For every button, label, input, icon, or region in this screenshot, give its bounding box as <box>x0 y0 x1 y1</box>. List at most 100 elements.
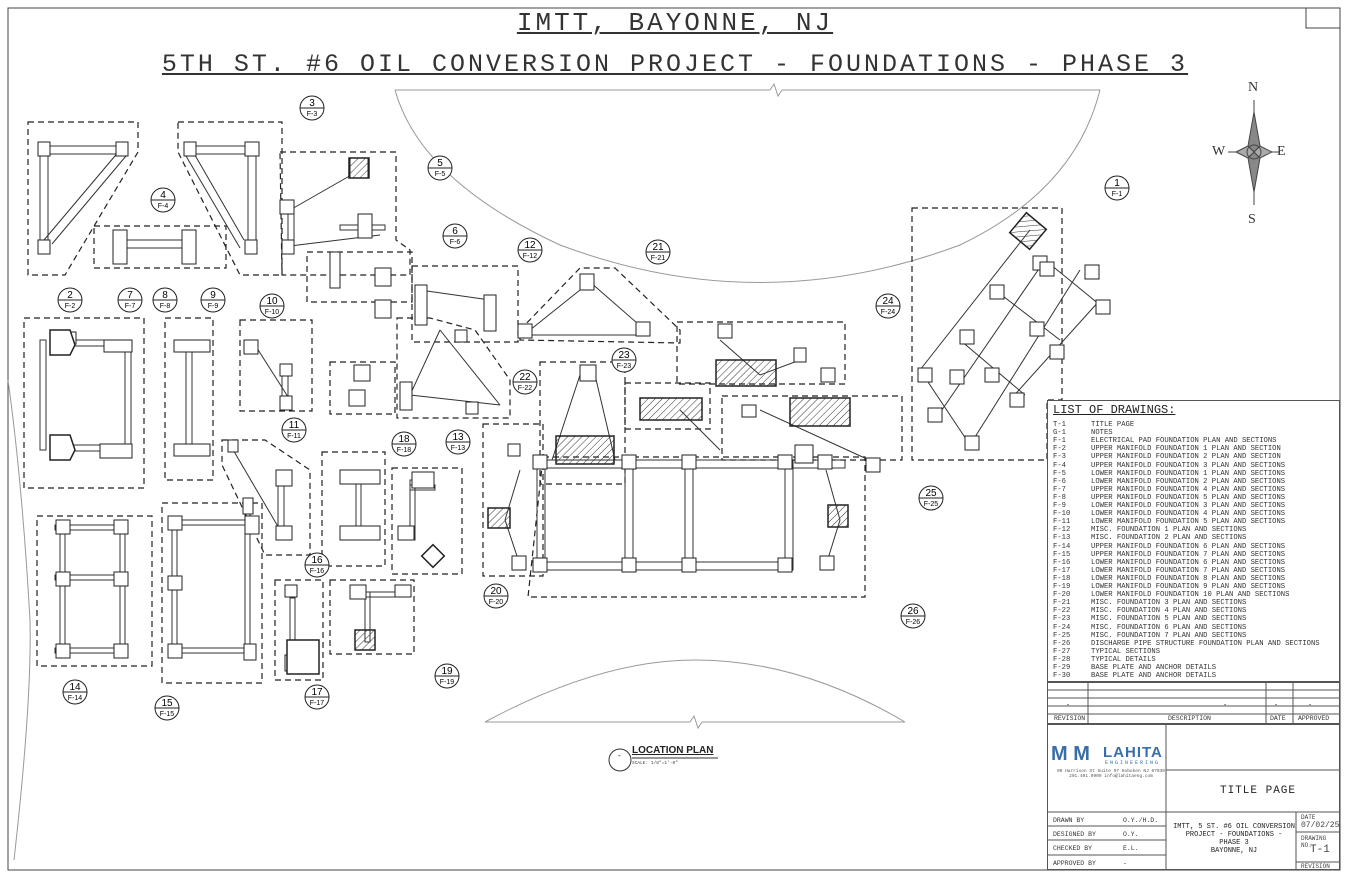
drawing-number: G-1 <box>1053 429 1066 438</box>
drawing-description: LOWER MANIFOLD FOUNDATION 3 PLAN AND SEC… <box>1091 502 1286 510</box>
revision-block: - - - - REVISION DESCRIPTION DATE APPROV… <box>1047 682 1340 724</box>
drawing-description: LOWER MANIFOLD FOUNDATION 1 PLAN AND SEC… <box>1091 469 1286 478</box>
callout-sheet-ref: F-26 <box>906 619 921 626</box>
drawing-description: UPPER MANIFOLD FOUNDATION 1 PLAN AND SEC… <box>1091 445 1281 454</box>
callout-sheet-ref: F-1 <box>1112 191 1123 198</box>
revision-header: REVISION <box>1054 715 1086 722</box>
drawing-number: F-6 <box>1053 477 1066 486</box>
tank-arc-top <box>394 89 1101 283</box>
corner-box <box>1305 7 1341 29</box>
drawing-number: F-20 <box>1053 591 1071 600</box>
detail-callout: 22F-22 <box>512 369 538 395</box>
callout-number: 7 <box>127 290 133 301</box>
callout-number: 26 <box>907 606 919 617</box>
drawing-description: MISC. FOUNDATION 6 PLAN AND SECTIONS <box>1091 623 1247 632</box>
drawing-description: MISC. FOUNDATION 1 PLAN AND SECTIONS <box>1091 526 1247 535</box>
callout-sheet-ref: F-20 <box>489 599 504 606</box>
callout-number: 10 <box>266 296 278 307</box>
compass-east-label: E <box>1277 144 1286 159</box>
drawing-list-row: F-15 UPPER MANIFOLD FOUNDATION 7 PLAN AND… <box>1053 551 1285 559</box>
detail-callout: 20F-20 <box>483 583 509 609</box>
revision-dash-3: - <box>1274 702 1279 710</box>
callout-number: 4 <box>160 190 166 201</box>
callout-sheet-ref: F-15 <box>160 711 175 718</box>
date-label: DATE <box>1301 814 1316 821</box>
detail-callout: 18F-18 <box>391 431 417 457</box>
drawn-by-label: DRAWN BY <box>1053 817 1085 824</box>
drawing-number: F-7 <box>1053 485 1066 494</box>
drawing-number: F-30 <box>1053 672 1071 681</box>
detail-callout: 16F-16 <box>304 552 330 578</box>
callout-sheet-ref: F-9 <box>208 303 219 310</box>
drawing-number: F-2 <box>1053 445 1066 454</box>
drawing-description: MISC. FOUNDATION 5 PLAN AND SECTIONS <box>1091 615 1247 624</box>
drawing-no-label: DRAWING NO. <box>1301 835 1327 849</box>
drawing-number: F-11 <box>1053 518 1071 527</box>
drawing-number: F-25 <box>1053 631 1071 640</box>
drawing-description: MISC. FOUNDATION 7 PLAN AND SECTIONS <box>1091 631 1247 640</box>
callout-number: 2 <box>67 290 73 301</box>
drawing-list-row: F-25 MISC. FOUNDATION 7 PLAN AND SECTIONS <box>1053 632 1246 640</box>
drawing-description: DISCHARGE PIPE STRUCTURE FOUNDATION PLAN… <box>1091 639 1320 648</box>
detail-callout: 21F-21 <box>645 239 671 265</box>
drawing-description: TYPICAL SECTIONS <box>1091 647 1161 656</box>
drawing-description: TITLE PAGE <box>1091 421 1135 429</box>
callout-sheet-ref: F-11 <box>287 433 301 440</box>
drawing-number: F-17 <box>1053 566 1071 575</box>
drawing-number: F-19 <box>1053 583 1071 591</box>
drawing-description: LOWER MANIFOLD FOUNDATION 8 PLAN AND SEC… <box>1091 574 1286 583</box>
date-value: 07/02/25 <box>1301 821 1340 830</box>
callout-sheet-ref: F-18 <box>397 447 412 454</box>
list-of-drawings-title: LIST OF DRAWINGS: <box>1053 403 1176 417</box>
date-header: DATE <box>1270 715 1286 722</box>
callout-number: 18 <box>398 434 410 445</box>
tank-arc-bottom <box>484 659 906 723</box>
callout-sheet-ref: F-25 <box>924 501 939 508</box>
drawing-description: UPPER MANIFOLD FOUNDATION 7 PLAN AND SEC… <box>1091 550 1286 559</box>
callout-number: 15 <box>161 698 173 709</box>
drawing-list-row: F-26 DISCHARGE PIPE STRUCTURE FOUNDATION … <box>1053 640 1320 648</box>
drawing-no-value: T-1 <box>1310 844 1330 856</box>
drawing-number: F-22 <box>1053 607 1071 616</box>
drawing-number: F-26 <box>1053 639 1071 648</box>
callout-sheet-ref: F-19 <box>440 679 455 686</box>
compass-west-label: W <box>1212 144 1226 159</box>
company-address: 90 Harrison St Suite 97 Hoboken NJ 07030… <box>1056 769 1166 779</box>
approved-by-value: - <box>1123 860 1127 867</box>
drawing-number: F-10 <box>1053 510 1071 519</box>
drawing-number: F-29 <box>1053 664 1071 672</box>
drawing-number: F-15 <box>1053 550 1071 559</box>
approved-header: APPROVED <box>1298 715 1330 722</box>
designed-by-value: O.Y. <box>1123 831 1139 838</box>
callout-number: 14 <box>69 682 81 693</box>
callout-sheet-ref: F-10 <box>265 309 280 316</box>
callout-sheet-ref: F-5 <box>435 171 446 178</box>
callout-sheet-ref: F-2 <box>65 303 76 310</box>
callout-sheet-ref: F-16 <box>310 568 325 575</box>
detail-callout: 12F-12 <box>517 237 543 263</box>
callout-number: 23 <box>618 350 630 361</box>
title-block-lines <box>1047 682 1340 870</box>
callout-number: 24 <box>882 296 894 307</box>
drawing-number: F-1 <box>1053 437 1066 446</box>
callout-number: 8 <box>162 290 168 301</box>
callout-sheet-ref: F-22 <box>518 385 533 392</box>
callout-sheet-ref: F-21 <box>651 255 666 262</box>
revision-dash-1: - <box>1066 702 1071 710</box>
callout-sheet-ref: F-23 <box>617 363 632 370</box>
callout-number: 20 <box>490 586 502 597</box>
